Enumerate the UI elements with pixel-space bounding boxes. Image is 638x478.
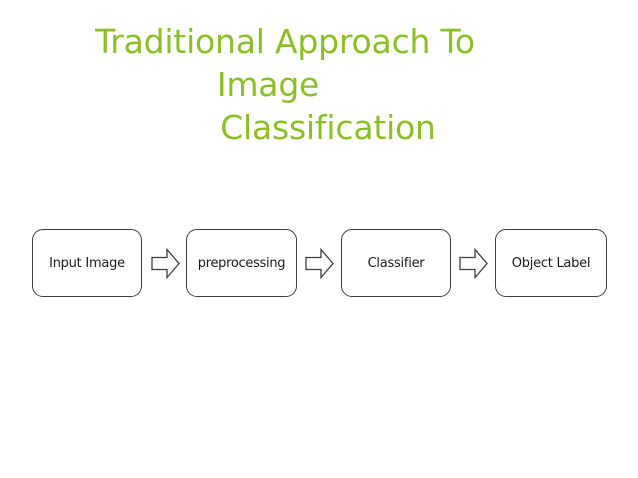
flow-node-object-label[interactable]: Object Label <box>495 229 607 297</box>
flow-node-classifier[interactable]: Classifier <box>341 229 451 297</box>
block-arrow-right-icon <box>151 248 180 279</box>
page-title-line-3: Classification <box>220 108 436 147</box>
pipeline-diagram: Input Image preprocessing Classifier Obj… <box>0 229 638 299</box>
flow-node-label: Object Label <box>511 255 591 271</box>
flow-node-preprocessing[interactable]: preprocessing <box>186 229 297 297</box>
flow-node-label: Classifier <box>367 255 425 271</box>
block-arrow-right-icon <box>459 248 488 279</box>
page-title-line-1: Traditional Approach To <box>95 22 475 61</box>
block-arrow-right-icon <box>305 248 334 279</box>
flow-node-label: preprocessing <box>197 255 286 271</box>
page-title: Traditional Approach To Image Classifica… <box>80 20 490 149</box>
flow-node-input-image[interactable]: Input Image <box>32 229 142 297</box>
page-title-line-2: Image <box>216 65 320 104</box>
flow-node-label: Input Image <box>49 255 125 271</box>
